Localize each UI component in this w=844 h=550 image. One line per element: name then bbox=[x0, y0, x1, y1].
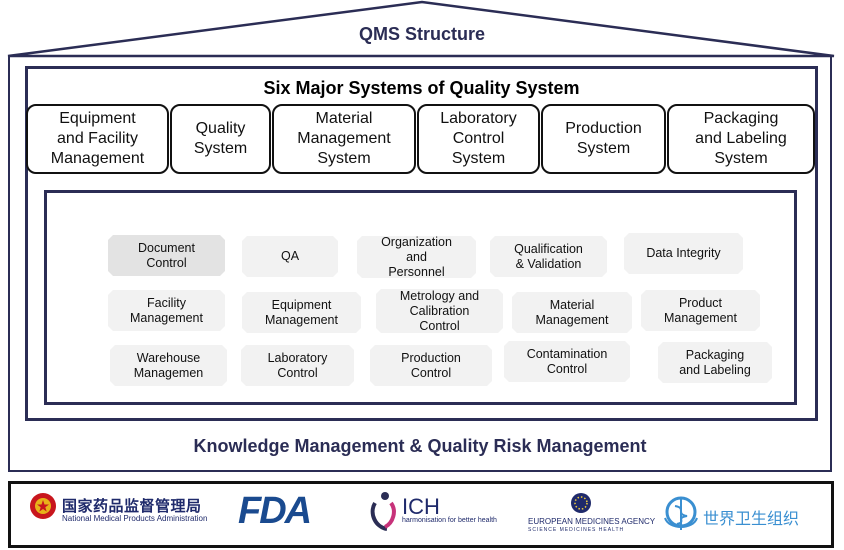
subsystem-metrology-calibration: Metrology and Calibration Control bbox=[376, 289, 503, 333]
ema-name: EUROPEAN MEDICINES AGENCY bbox=[528, 517, 656, 526]
subsystem-contamination-control: Contamination Control bbox=[504, 341, 630, 382]
system-box-quality: Quality System bbox=[170, 104, 271, 174]
nmpa-english-name: National Medical Products Administration bbox=[62, 514, 208, 523]
system-box-material: Material Management System bbox=[272, 104, 416, 174]
who-chinese-name: 世界卫生组织 bbox=[703, 509, 800, 528]
subsystem-laboratory-control: Laboratory Control bbox=[241, 345, 354, 386]
system-box-packaging-labeling: Packaging and Labeling System bbox=[667, 104, 815, 174]
foundation-title: Knowledge Management & Quality Risk Mana… bbox=[193, 436, 647, 456]
qms-title: QMS Structure bbox=[358, 24, 486, 44]
subsystem-product-management: Product Management bbox=[641, 290, 760, 331]
ich-tagline: harmonisation for better health bbox=[402, 517, 497, 524]
ich-figure-icon bbox=[370, 492, 396, 531]
fda-logo: FDA bbox=[238, 490, 312, 532]
nmpa-emblem-icon bbox=[30, 493, 56, 519]
subsystem-document-control: Document Control bbox=[108, 235, 225, 276]
nmpa-chinese-name: 国家药品监督管理局 bbox=[62, 497, 202, 515]
system-box-laboratory: Laboratory Control System bbox=[417, 104, 540, 174]
subsystem-production-control: Production Control bbox=[370, 345, 492, 386]
subsystem-organization-personnel: Organization and Personnel bbox=[357, 236, 476, 278]
subsystem-facility-management: Facility Management bbox=[108, 290, 225, 331]
ema-tagline: SCIENCE MEDICINES HEALTH bbox=[528, 527, 625, 533]
ich-logo-text: ICH bbox=[402, 494, 440, 519]
who-emblem-icon bbox=[664, 496, 698, 530]
agency-logo-bar bbox=[8, 481, 834, 548]
subsystem-data-integrity: Data Integrity bbox=[624, 233, 743, 274]
subsystem-qa: QA bbox=[242, 236, 338, 277]
subsystem-qualification-validation: Qualification & Validation bbox=[490, 236, 607, 277]
subsystem-equipment-management: Equipment Management bbox=[242, 292, 361, 333]
subsystem-packaging-labeling: Packaging and Labeling bbox=[658, 342, 772, 383]
subsystem-material-management: Material Management bbox=[512, 292, 632, 333]
system-box-production: Production System bbox=[541, 104, 666, 174]
subsystems-frame bbox=[44, 190, 797, 405]
six-systems-title: Six Major Systems of Quality System bbox=[263, 78, 580, 98]
ema-stars-icon bbox=[571, 493, 591, 513]
quality-system-frame bbox=[25, 66, 818, 421]
system-box-equipment-facility: Equipment and Facility Management bbox=[26, 104, 169, 174]
subsystem-warehouse-management: Warehouse Managemen bbox=[110, 345, 227, 386]
house-body bbox=[8, 55, 832, 472]
